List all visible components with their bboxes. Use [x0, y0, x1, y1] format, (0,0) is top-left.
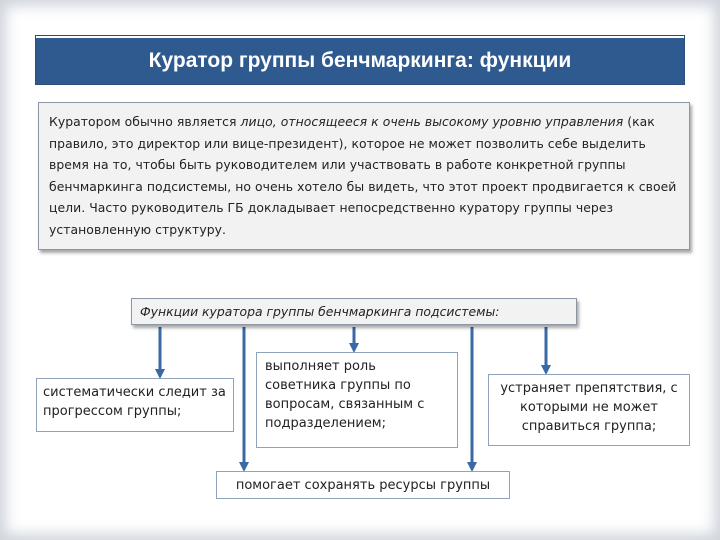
- functions-title: Функции куратора группы бенчмаркинга под…: [131, 298, 577, 325]
- description-text-1: Куратором обычно является: [49, 114, 241, 129]
- function-box-progress: систематически следит за прогрессом груп…: [36, 378, 234, 432]
- description-text-2: (как правило, это директор или вице-през…: [49, 114, 677, 237]
- description-box: Куратором обычно является лицо, относяще…: [38, 102, 690, 250]
- slide-title: Куратор группы бенчмаркинга: функции: [36, 36, 684, 84]
- description-italic: лицо, относящееся к очень высокому уровн…: [240, 114, 624, 129]
- function-box-advisor: выполняет роль советника группы по вопро…: [256, 352, 458, 448]
- function-box-resources: помогает сохранять ресурсы группы: [216, 471, 510, 499]
- function-box-obstacles: устраняет препятствия, с которыми не мож…: [488, 374, 690, 446]
